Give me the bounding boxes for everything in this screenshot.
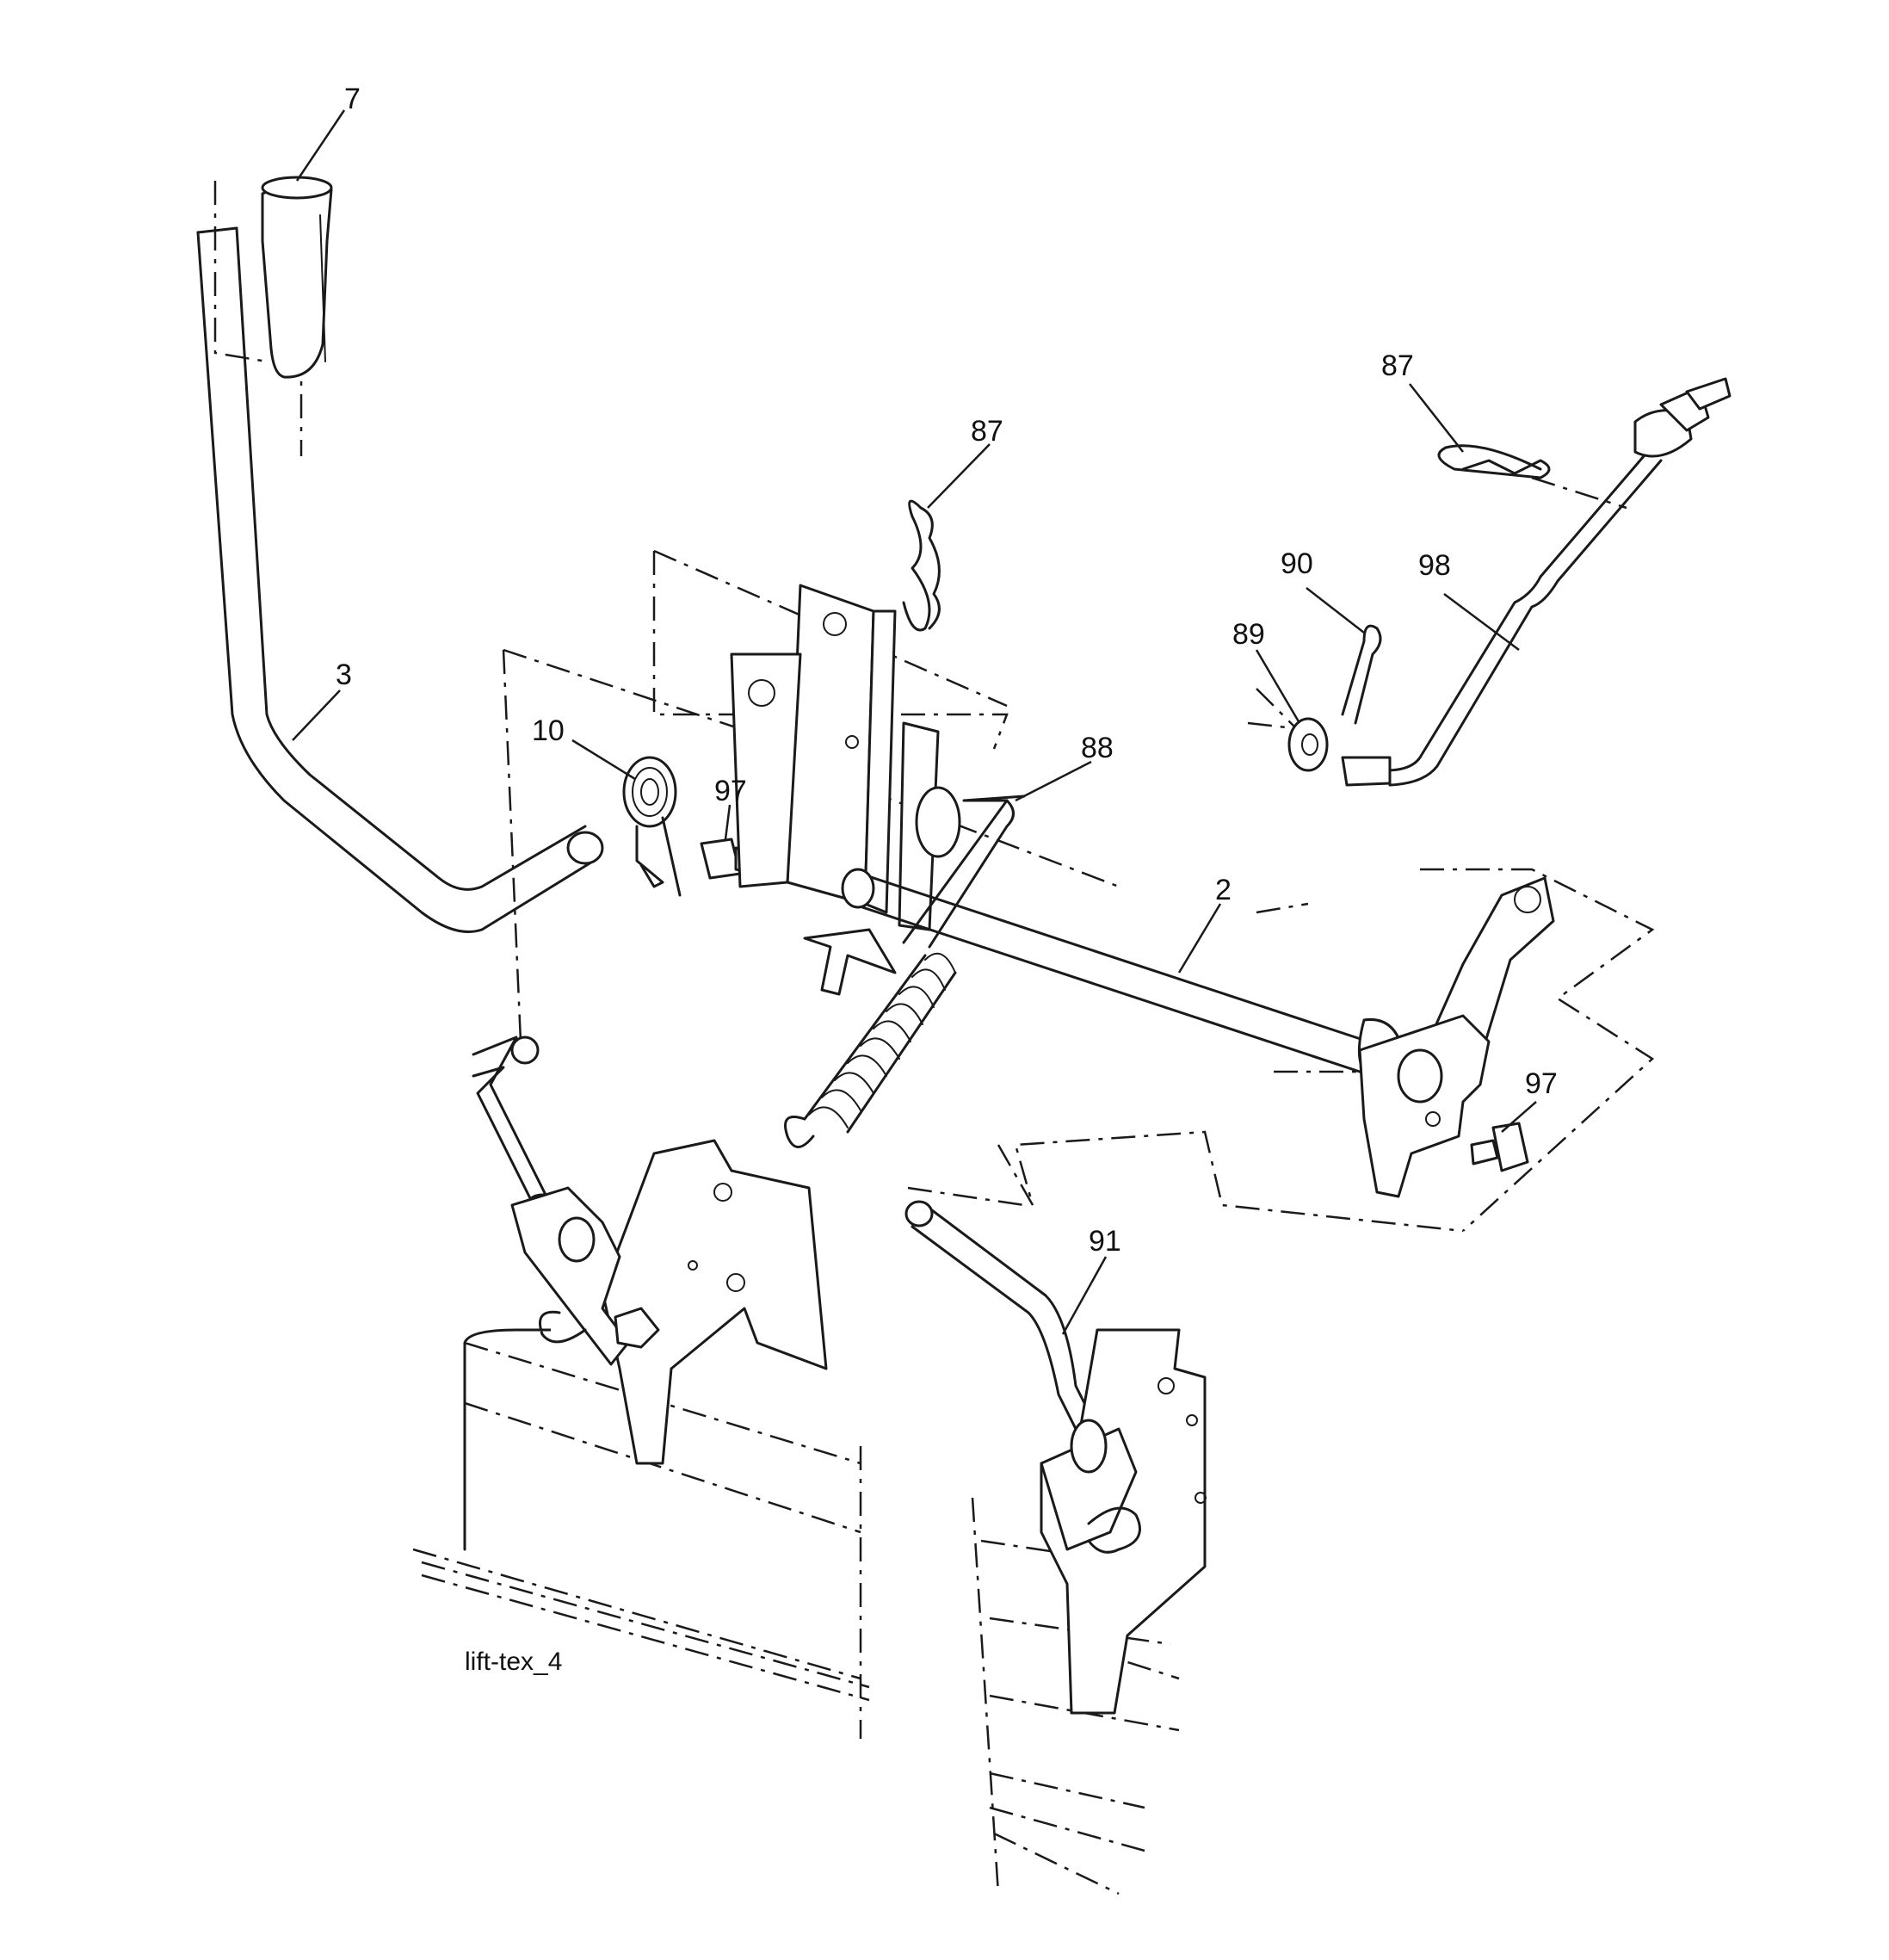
callout-97-right: 97: [1525, 1067, 1558, 1100]
part-88-extension-spring: [784, 795, 1026, 1148]
callout-2: 2: [1215, 874, 1232, 906]
center-bracket: [730, 584, 961, 996]
construction-lines: [213, 181, 1655, 1895]
spring-coils: [803, 952, 957, 1134]
callout-97-left: 97: [714, 775, 747, 807]
callout-labels: 7 3 10 97 87 88 2 87 90 98 89 97 91: [336, 83, 1558, 1258]
part-87-hairpin-center: [902, 499, 941, 632]
callout-98: 98: [1418, 549, 1451, 582]
part-89-washer: [1287, 717, 1329, 772]
figure-caption: lift-tex_4: [465, 1648, 562, 1676]
right-deck-plate: [1040, 1328, 1207, 1715]
part-97-bolt-right: [1470, 1122, 1529, 1172]
callout-10: 10: [532, 714, 565, 747]
callout-87-center: 87: [971, 415, 1003, 448]
part-3-lift-handle: [196, 226, 604, 933]
callout-87-right: 87: [1381, 349, 1414, 382]
leader-lines: [292, 109, 1537, 1335]
part-10-spring: [622, 756, 682, 897]
part-7-grip: [261, 176, 333, 379]
callout-7: 7: [344, 83, 361, 115]
callout-89: 89: [1232, 618, 1265, 651]
callout-91: 91: [1089, 1225, 1121, 1258]
callout-90: 90: [1281, 547, 1313, 580]
part-87-hairpin-right: [1437, 444, 1551, 479]
part-91-lift-link-right: [904, 1200, 1116, 1474]
left-deck-plate: [463, 1139, 828, 1551]
callout-3: 3: [336, 658, 352, 691]
part-90-cotter-pin: [1341, 624, 1382, 725]
callout-88: 88: [1081, 732, 1114, 764]
right-lift-arm: [1358, 876, 1555, 1198]
part-98-link-rod: [1341, 377, 1732, 787]
